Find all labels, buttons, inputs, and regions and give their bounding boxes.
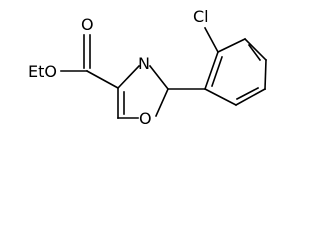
oxazole-c4-n3-double-bond [116,64,141,90]
phenyl-bond-6 [203,87,238,107]
oxazole-n3-c2-bond [148,64,170,91]
chemical-structure-diagram: O EtO N O Cl [28,7,268,128]
oxazole-c2-o1-bond [154,87,170,118]
chlorine-label: Cl [193,7,209,26]
carboxyl-to-ring-bond [85,69,120,90]
c-cl-bond [203,26,220,54]
phenyl-bond-1 [203,50,220,91]
ethoxy-label: EtO [28,62,57,81]
carbonyl-oxygen-label: O [81,15,94,34]
phenyl-bond-5 [234,87,267,107]
oxazole-nitrogen-label: N [138,54,150,73]
phenyl-bond-2 [216,37,247,54]
oxazole-oxygen-label: O [139,109,152,128]
phenyl-bond-4 [264,59,267,90]
phenyl-bond-3 [243,37,268,62]
phenyl-inner-bond-b [247,43,262,62]
phenyl-inner-bond-c [235,86,260,101]
phenyl-inner-bond-a [210,55,224,88]
